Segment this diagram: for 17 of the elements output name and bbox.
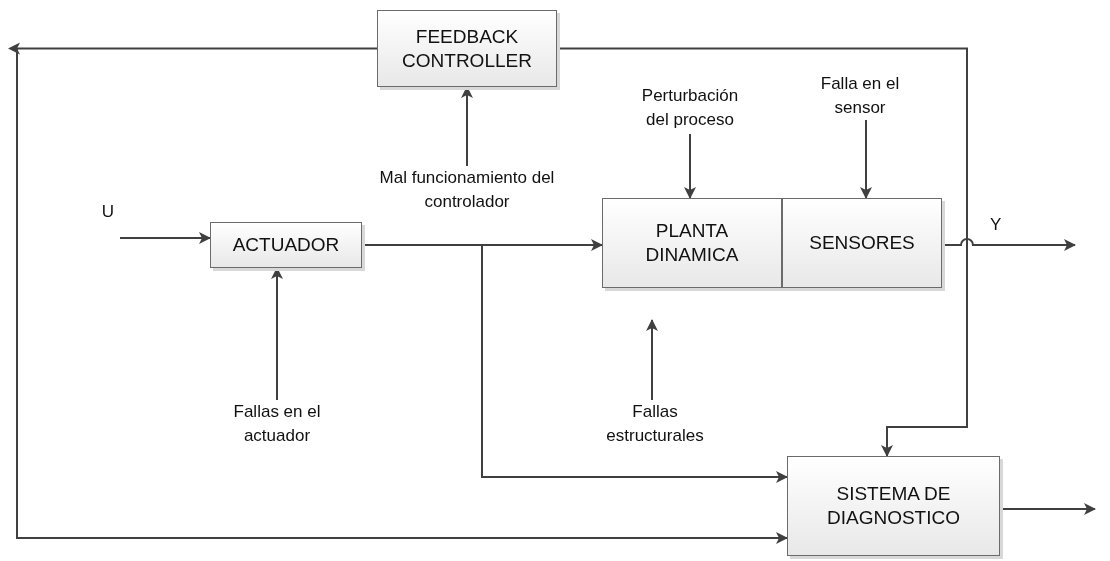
annotation-text: Fallas estructurales [587, 400, 723, 450]
process-box: FEEDBACK CONTROLLER [377, 10, 557, 87]
arrow [860, 119, 872, 199]
arrow [646, 319, 658, 401]
annotation-text: U [96, 200, 120, 240]
process-box: SISTEMA DE DIAGNOSTICO [787, 456, 1000, 556]
arrow [119, 232, 211, 244]
arrow [684, 133, 696, 199]
annotation-text: Falla en el sensor [800, 72, 920, 120]
annotation-text: Mal funcionamiento del controlador [372, 166, 562, 216]
process-box: ACTUADOR [210, 222, 362, 268]
process-box: PLANTA DINAMICA [602, 198, 782, 288]
annotation-text: Perturbación del proceso [635, 84, 745, 134]
arrow [8, 42, 788, 544]
process-box: SENSORES [782, 198, 942, 288]
annotation-text: Fallas en el actuador [207, 400, 347, 450]
edge-label: Y [988, 216, 1004, 233]
